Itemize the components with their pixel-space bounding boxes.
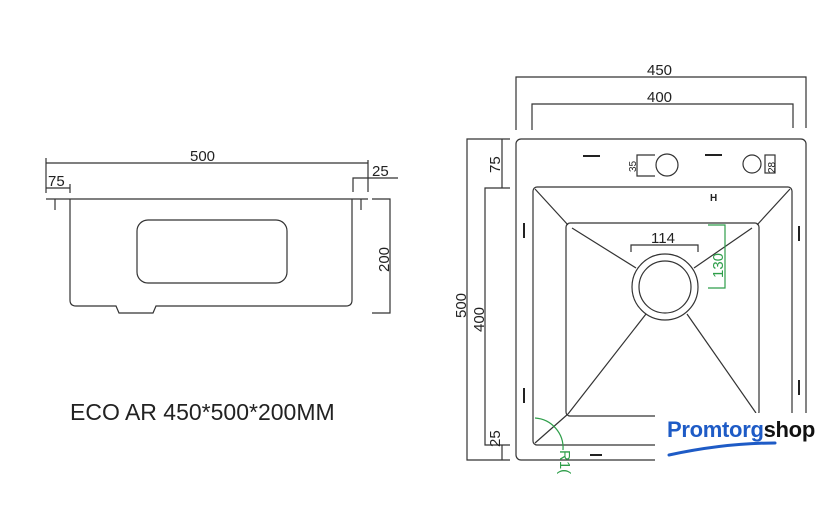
dim-500-label: 500	[190, 148, 215, 165]
radius-arc	[534, 417, 564, 451]
dim-35-label: 35	[628, 160, 639, 172]
dim-line-200	[372, 198, 391, 314]
plan-view: 450 400 500 400 75 25 35 28 H	[453, 62, 807, 474]
dim-200-label: 200	[376, 247, 393, 272]
dim-75-label: 75	[48, 173, 65, 190]
dim-line-35	[636, 154, 655, 177]
dim-400-label: 400	[647, 89, 672, 106]
small-hole	[742, 154, 762, 174]
dim-line-400-v	[484, 187, 510, 446]
bowl-top	[532, 186, 793, 446]
dim-450-label: 450	[647, 62, 672, 79]
drain-inner	[638, 260, 692, 314]
slope-line	[567, 313, 647, 415]
promtorgshop-logo: Promtorgshop	[655, 413, 840, 463]
overflow-mark: H	[710, 193, 717, 204]
dim-radius-label: R1(	[556, 450, 573, 474]
logo-swoosh-icon	[667, 441, 777, 457]
dim-line-25	[352, 177, 398, 192]
side-view: 500 75 25 200	[45, 148, 398, 314]
slope-line	[571, 227, 637, 269]
model-title: ECO AR 450*500*200MM	[70, 399, 335, 425]
dim-114-label: 114	[651, 230, 675, 247]
logo-part-2: shop	[763, 417, 816, 442]
dim-line-500	[466, 138, 510, 461]
drain-outer	[631, 253, 699, 321]
dim-28-label: 28	[767, 161, 778, 173]
dim-25-label: 25	[372, 163, 389, 180]
logo-part-1: Promtorg	[667, 417, 764, 442]
bowl-window	[136, 219, 288, 284]
slope-line	[686, 313, 757, 414]
tap-hole	[655, 153, 679, 177]
dim-line-450	[515, 76, 807, 130]
dim-75-label: 75	[487, 156, 504, 173]
dim-line-114	[630, 244, 699, 252]
corner-line	[756, 188, 791, 226]
bowl-profile	[69, 199, 353, 314]
dim-500-label: 500	[453, 293, 470, 318]
dim-130-label: 130	[710, 253, 727, 278]
dim-line-130	[708, 224, 726, 289]
dim-line-400	[531, 103, 794, 130]
logo-text: Promtorgshop	[667, 417, 815, 443]
dim-25-label: 25	[487, 430, 504, 447]
corner-line	[534, 188, 569, 226]
corner-line	[534, 413, 569, 444]
slope-line	[693, 227, 753, 269]
dim-box-28	[764, 154, 776, 174]
dim-400v-label: 400	[471, 307, 488, 332]
